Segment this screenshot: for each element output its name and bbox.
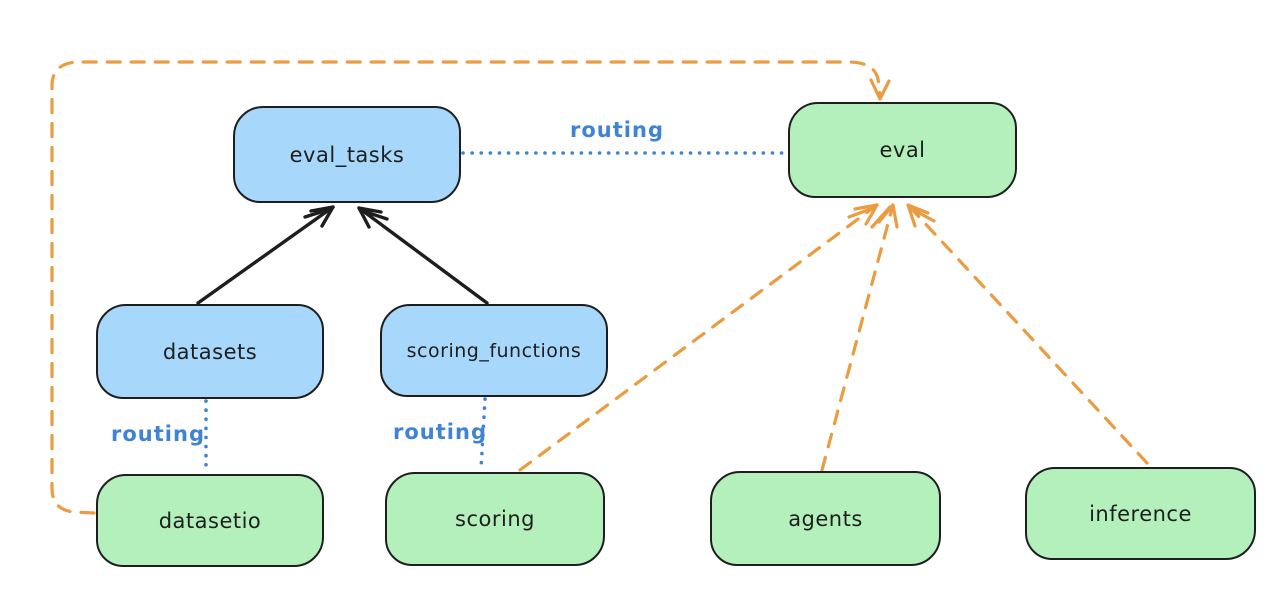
node-datasets: datasets xyxy=(96,304,324,399)
edge-scoring-eval xyxy=(518,203,879,472)
arrowhead xyxy=(357,206,389,229)
edge-agents-eval xyxy=(820,203,899,472)
edge-datasetio-eval xyxy=(50,60,891,515)
edge-inference-eval xyxy=(906,203,1149,465)
arrowhead xyxy=(869,78,891,101)
node-scoring-functions-label: scoring_functions xyxy=(406,339,582,362)
node-datasets-label: datasets xyxy=(162,339,258,364)
node-scoring-functions: scoring_functions xyxy=(380,304,608,397)
edge-datasets-eval-tasks xyxy=(196,205,335,305)
node-agents: agents xyxy=(710,471,941,566)
edge-routing-scoring-functions-scoring xyxy=(479,397,487,471)
node-eval-tasks-label: eval_tasks xyxy=(289,142,405,167)
edge-label-routing-top: routing xyxy=(570,118,664,142)
node-datasetio: datasetio xyxy=(96,474,324,567)
node-eval-label: eval xyxy=(879,138,926,162)
edge-label-routing-left: routing xyxy=(111,422,205,446)
node-inference-label: inference xyxy=(1089,501,1192,526)
node-eval-tasks: eval_tasks xyxy=(233,106,461,203)
arrowhead xyxy=(870,203,899,229)
node-inference: inference xyxy=(1025,467,1256,560)
arrowhead xyxy=(847,203,879,226)
edge-scoring-functions-eval-tasks xyxy=(357,206,489,305)
arrowhead xyxy=(303,205,335,228)
node-scoring: scoring xyxy=(385,472,605,566)
arrowhead xyxy=(906,203,936,228)
node-agents-label: agents xyxy=(788,506,863,531)
edge-label-routing-middle: routing xyxy=(393,420,487,444)
node-scoring-label: scoring xyxy=(455,507,535,531)
node-datasetio-label: datasetio xyxy=(158,508,262,533)
node-eval: eval xyxy=(788,102,1017,198)
